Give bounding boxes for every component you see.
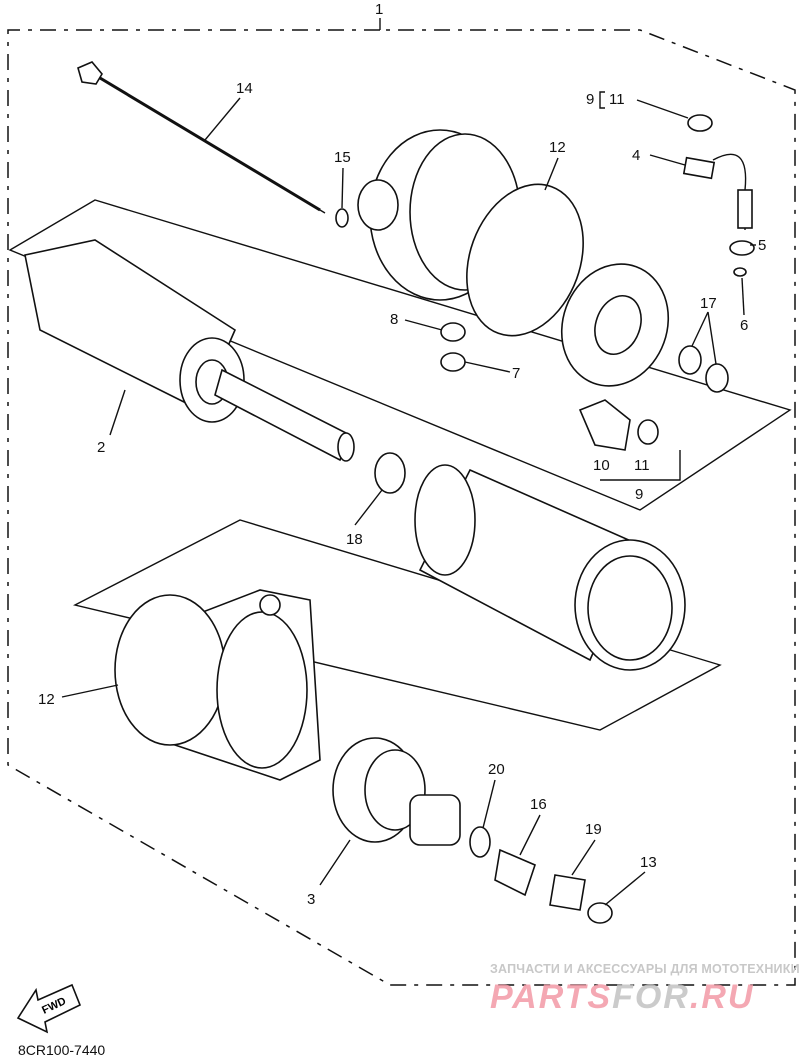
watermark-brand-b: FOR [612, 978, 690, 1016]
watermark-logo: PARTSFOR.RU [490, 978, 754, 1017]
callout-11: 11 [634, 457, 650, 474]
callout-10: 10 [593, 457, 610, 474]
callout-9-top: 9 [586, 91, 594, 108]
o-ring [466, 183, 584, 337]
watermark-brand-a: PARTS [490, 978, 613, 1016]
leader-lines [61, 97, 756, 906]
clutch-pinion [332, 737, 461, 846]
callout-12-lower: 12 [38, 691, 55, 708]
part-code: 8CR100-7440 [18, 1042, 106, 1058]
callout-20: 20 [488, 761, 505, 778]
spring-11 [637, 419, 659, 445]
o-ring-6 [733, 267, 747, 277]
callout-15: 15 [334, 149, 351, 166]
front-cover [114, 589, 321, 781]
collar-19 [549, 874, 586, 911]
assembly-boundary [7, 29, 796, 986]
callout-19: 19 [585, 821, 602, 838]
watermark-tagline: ЗАПЧАСТИ И АКСЕССУАРЫ ДЛЯ МОТОТЕХНИКИ [490, 962, 800, 976]
brush-holder-plate [560, 263, 670, 387]
callout-1: 1 [375, 1, 383, 18]
armature-plane [8, 199, 792, 511]
callout-4: 4 [632, 147, 640, 164]
circlip-13 [587, 902, 613, 924]
bracket-icon [599, 91, 605, 109]
nut-7 [440, 352, 466, 372]
callout-9: 9 [635, 486, 643, 503]
callout-14: 14 [236, 80, 253, 97]
callout-17: 17 [700, 295, 717, 312]
yoke [414, 464, 686, 671]
bushing-8 [440, 322, 466, 342]
through-bolt [77, 61, 326, 214]
callout-13: 13 [640, 854, 657, 871]
callout-5: 5 [758, 237, 766, 254]
washer-20 [469, 826, 491, 858]
callout-6: 6 [740, 317, 748, 334]
washer-17b [705, 363, 729, 393]
callout-12: 12 [549, 139, 566, 156]
bracket-9 [600, 450, 681, 481]
callout-11-top: 11 [609, 91, 625, 108]
callout-8: 8 [390, 311, 398, 328]
callout-3: 3 [307, 891, 315, 908]
brush-10 [578, 399, 631, 451]
fwd-arrow-icon: FWD [16, 983, 82, 1034]
armature [24, 239, 355, 462]
callout-16: 16 [530, 796, 547, 813]
nut [729, 240, 755, 256]
o-ring-small [335, 208, 349, 228]
callout-18: 18 [346, 531, 363, 548]
callout-2: 2 [97, 439, 105, 456]
watermark-brand-c: .RU [689, 978, 755, 1016]
housing-plane [72, 519, 722, 731]
spring-16 [494, 848, 536, 897]
callout-7: 7 [512, 365, 520, 382]
washer-17a [678, 345, 702, 375]
screw [687, 114, 713, 132]
brush-lead [682, 153, 753, 230]
washer-18 [374, 452, 406, 494]
